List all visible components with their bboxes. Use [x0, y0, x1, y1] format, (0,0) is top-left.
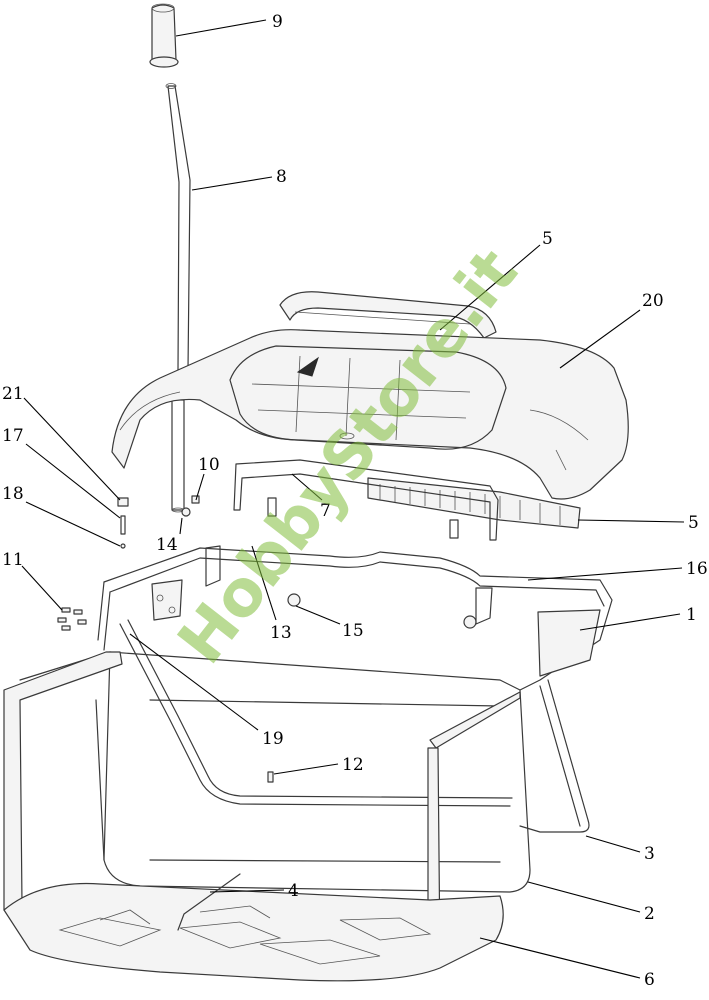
callout-5-handle: 5	[542, 229, 553, 249]
part-rear-rod	[119, 619, 590, 833]
part-handle-tube	[165, 83, 191, 513]
callout-19: 19	[262, 729, 284, 749]
callout-8: 8	[276, 167, 287, 187]
callout-17: 17	[2, 426, 24, 446]
part-frame	[97, 545, 613, 691]
callout-14: 14	[156, 535, 178, 555]
callout-7: 7	[320, 501, 331, 521]
callout-6: 6	[644, 970, 655, 990]
callout-2: 2	[644, 904, 655, 924]
part-bracket	[233, 459, 499, 541]
callout-5-grille: 5	[688, 513, 699, 533]
part-handle-grip	[149, 3, 179, 68]
part-small-hardware	[57, 495, 477, 783]
callout-16: 16	[686, 559, 708, 579]
callout-9: 9	[272, 12, 283, 32]
part-bag-frame	[19, 651, 531, 893]
part-grass-bag	[3, 651, 521, 982]
callout-3: 3	[644, 844, 655, 864]
part-bottom-rod	[177, 873, 241, 931]
callout-21: 21	[2, 384, 24, 404]
part-grille	[367, 477, 581, 529]
callout-15: 15	[342, 621, 364, 641]
callout-13: 13	[270, 623, 292, 643]
leader-lines	[21, 19, 685, 979]
callout-20: 20	[642, 291, 664, 311]
part-top-cover	[111, 329, 629, 500]
callout-10: 10	[198, 455, 220, 475]
callout-1: 1	[686, 605, 697, 625]
callout-12: 12	[342, 755, 364, 775]
callout-11: 11	[2, 550, 24, 570]
callout-4: 4	[288, 881, 299, 901]
callout-18: 18	[2, 484, 24, 504]
